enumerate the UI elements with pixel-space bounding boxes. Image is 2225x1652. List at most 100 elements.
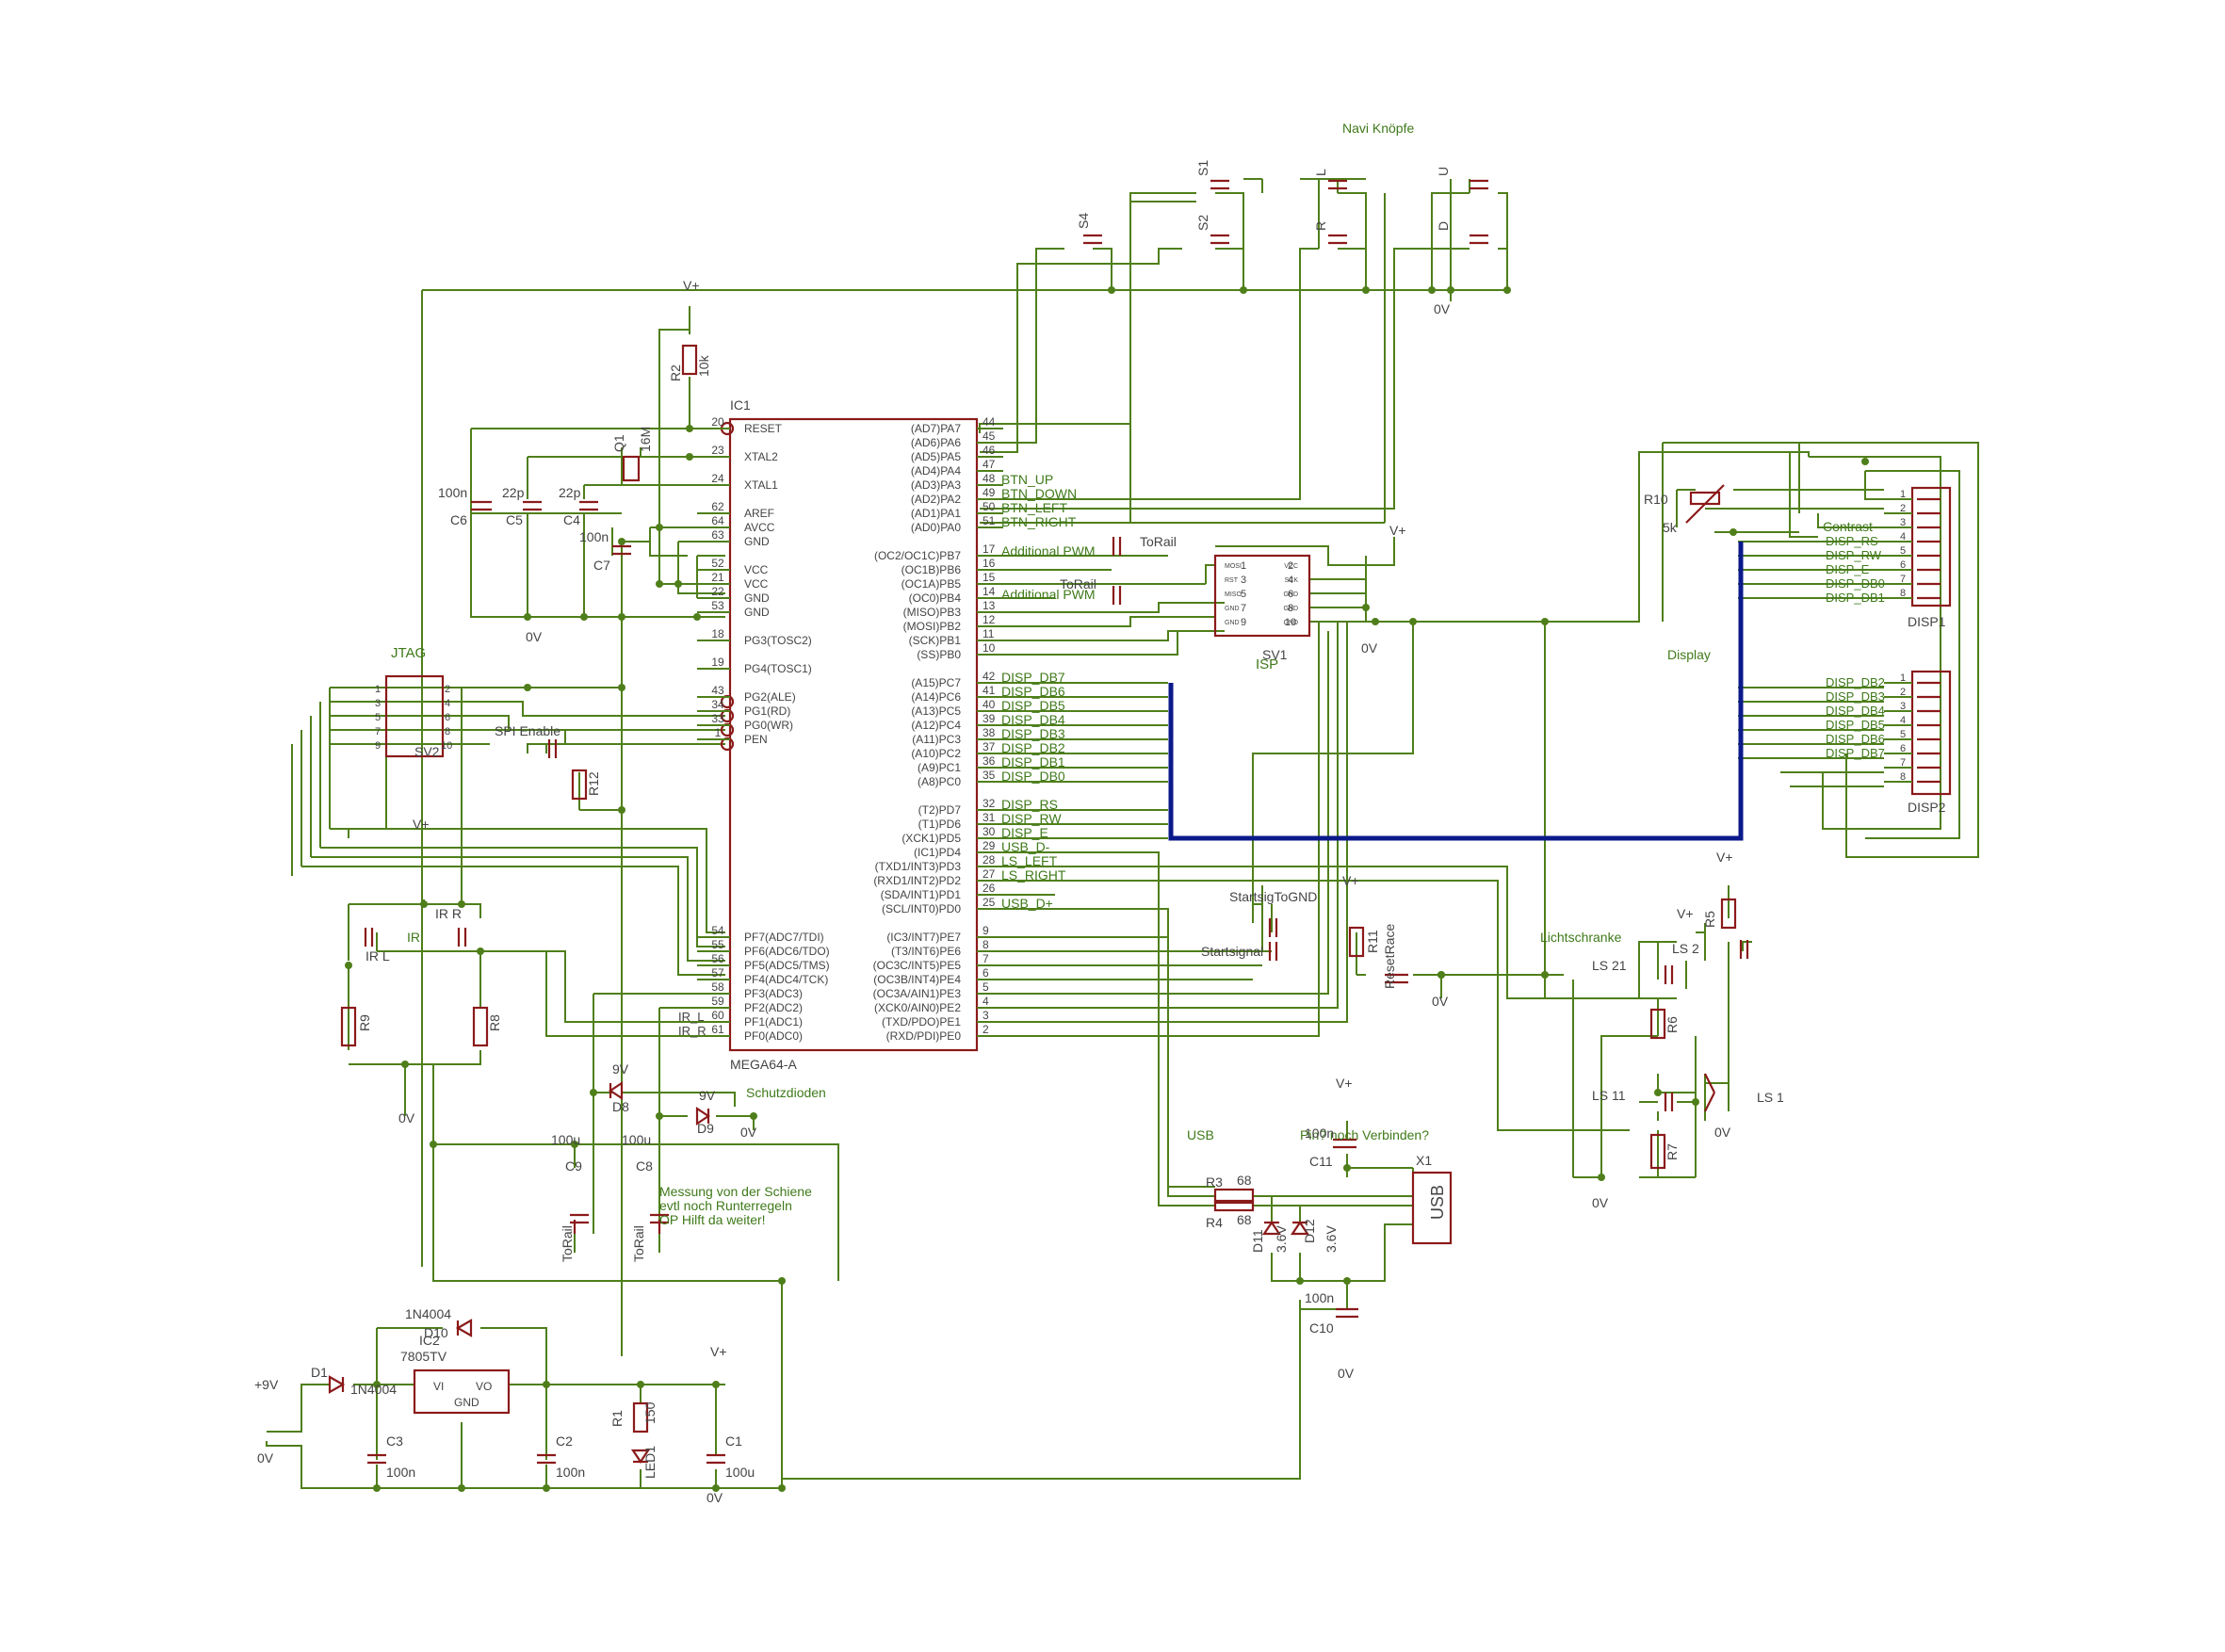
c3-label: C3 [386, 1433, 403, 1449]
ic1-pin-number: 62 [711, 500, 724, 513]
ic1-pin-name: (A11)PC3 [912, 733, 961, 746]
jtag-pin-num: 8 [445, 726, 450, 737]
ic1-pin-number: 38 [983, 726, 996, 739]
isp-header [1213, 554, 1311, 638]
usb-title: USB [1187, 1127, 1214, 1142]
r3-value: 68 [1237, 1173, 1252, 1188]
ic2-body [413, 1369, 511, 1415]
ic2-gnd: GND [454, 1396, 479, 1409]
isp-pin-name: SCK [1285, 577, 1299, 584]
usb-connector-label: USB [1428, 1185, 1447, 1220]
isp-pin-name: GND [1225, 620, 1240, 626]
disp2-pin-number: 1 [1900, 672, 1906, 684]
isp-pin-number: 3 [1241, 575, 1246, 586]
ic1-pin-number: 46 [983, 444, 996, 457]
to-rail-label: ToRail [560, 1225, 575, 1262]
r3-label: R3 [1206, 1174, 1223, 1190]
isp-pin-number: 7 [1241, 603, 1246, 614]
ic1-net-label: LS_LEFT [1001, 853, 1058, 868]
ic1-pin-name: (OC3A/AIN1)PE3 [873, 987, 962, 1000]
ic1-pin-number: 59 [711, 995, 724, 1008]
ic1-pin-name: PF5(ADC5/TMS) [744, 959, 830, 972]
display-bus [1168, 542, 1744, 841]
ic1-pin-number: 14 [983, 585, 996, 598]
ic1-net-label: DISP_DB3 [1001, 726, 1065, 741]
ic1-pin-name: XTAL2 [744, 450, 778, 463]
r12-label: R12 [586, 771, 601, 796]
ic1-pin-name: (AD5)PA5 [911, 450, 961, 463]
ic1-net-label: DISP_DB6 [1001, 684, 1065, 699]
button-r-label: R [1313, 221, 1328, 231]
r10-value: 5k [1663, 520, 1678, 535]
isp-pin-number: 2 [1288, 560, 1293, 572]
ic1-pin-number: 57 [711, 966, 724, 980]
to-rail-label: ToRail [631, 1225, 646, 1262]
ic1-net-label: DISP_DB1 [1001, 754, 1065, 769]
ic1-pin-number: 48 [983, 472, 996, 485]
ic1-pin-number: 10 [983, 641, 996, 655]
disp2-pin-number: 5 [1900, 729, 1906, 740]
vplus-label: V+ [1342, 873, 1359, 888]
ic1-pin-name: (OC3C/INT5)PE5 [873, 959, 962, 972]
ic1-pin-number: 27 [983, 867, 996, 881]
ic1-pin-number: 28 [983, 853, 996, 866]
disp2-net-label: DISP_DB7 [1826, 746, 1885, 760]
components [328, 179, 1952, 1465]
ic1-pin-name: (IC1)PD4 [914, 846, 961, 859]
gnd-label: 0V [740, 1125, 757, 1140]
jtag-pin-num: 1 [375, 684, 381, 695]
r2-value: 10k [696, 354, 711, 377]
ic1-pin-name: (A15)PC7 [911, 676, 961, 689]
ic1-pin-name: (XCK0/AIN0)PE2 [874, 1001, 961, 1014]
ic1-pin-name: PG1(RD) [744, 705, 790, 718]
vplus-label: V+ [1716, 850, 1733, 865]
ic1-pin-number: 16 [983, 557, 996, 570]
ic1-pin-number: 31 [983, 811, 996, 824]
ic1-net-label: DISP_E [1001, 825, 1048, 840]
disp2-connector [1910, 670, 1952, 796]
disp2-net-label: DISP_DB3 [1826, 689, 1885, 704]
c4-value: 22p [559, 485, 581, 500]
jtag-header [384, 674, 445, 758]
r9-label: R9 [357, 1014, 372, 1031]
ic1-net-label: USB_D+ [1001, 896, 1053, 911]
ic1-net-label: DISP_RS [1001, 797, 1058, 812]
ic1-pin-name: (A12)PC4 [911, 719, 961, 732]
ic1-pin-name: (SS)PB0 [917, 648, 961, 661]
jtag-pin-num: 7 [375, 726, 381, 737]
c8-value: 100u [622, 1132, 651, 1147]
d11-label: D11 [1250, 1229, 1265, 1253]
r7-label: R7 [1665, 1143, 1680, 1160]
ic1-pin-name: VCC [744, 577, 769, 591]
ic1-pin-number: 58 [711, 980, 724, 994]
ic1-pin-name: (AD1)PA1 [911, 507, 961, 520]
disp2-pin-number: 3 [1900, 701, 1906, 712]
ic1-pin-number: 33 [711, 712, 724, 725]
ic1-pin-name: (SCL/INT0)PD0 [882, 902, 961, 915]
disp1-pin-number: 3 [1900, 517, 1906, 528]
r11-label: R11 [1365, 930, 1380, 953]
ic1-pin-name: (A9)PC1 [918, 761, 961, 774]
isp-pin-number: 10 [1285, 617, 1296, 628]
r5-label: R5 [1702, 911, 1717, 928]
c11-value: 100n [1305, 1126, 1334, 1141]
ic1-pin-name: PF4(ADC4/TCK) [744, 973, 828, 986]
ic1-pin-number: 24 [711, 472, 724, 485]
ic1-pin-name: PF1(ADC1) [744, 1015, 803, 1028]
ic1-pin-number: 3 [983, 1009, 989, 1022]
disp2-net-label: DISP_DB2 [1826, 675, 1885, 689]
ir-title: IR [407, 930, 420, 945]
disp1-label: DISP1 [1908, 614, 1946, 629]
ic1-pin-number: 23 [711, 444, 724, 457]
jtag-title: JTAG [391, 645, 426, 661]
button-d-label: D [1436, 221, 1451, 231]
ic1-pin-name: (OC1B)PB6 [901, 563, 962, 576]
ic1-pin-number: 4 [983, 995, 989, 1008]
r2-label: R2 [668, 364, 683, 381]
ic1-pin-name: PF3(ADC3) [744, 987, 803, 1000]
c5-value: 22p [502, 485, 525, 500]
r1-label: R1 [609, 1410, 625, 1427]
ic1-pin-name: (TXD/PDO)PE1 [882, 1015, 961, 1028]
ic2-name: IC2 [419, 1333, 440, 1348]
